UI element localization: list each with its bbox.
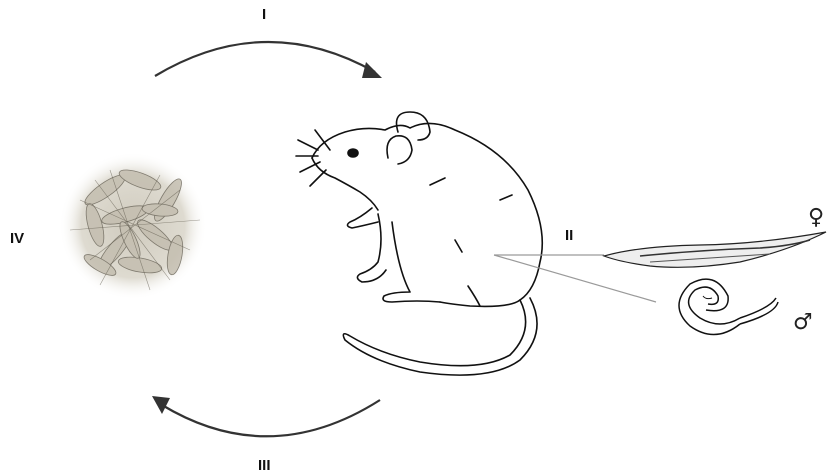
stage-label-i: I [262, 6, 266, 23]
egg-cluster-icon [59, 152, 207, 300]
stage-label-iii: III [258, 457, 271, 474]
female-symbol: ♀ [808, 205, 824, 230]
male-worm-icon [679, 279, 778, 334]
female-worm-icon [604, 232, 826, 267]
stage-label-iv: IV [10, 230, 24, 247]
arrow-top [155, 42, 382, 78]
male-symbol: ♂ [793, 310, 813, 335]
arrow-bottom [152, 396, 380, 436]
mouse-icon [296, 112, 542, 375]
stage-label-ii: II [565, 227, 573, 244]
